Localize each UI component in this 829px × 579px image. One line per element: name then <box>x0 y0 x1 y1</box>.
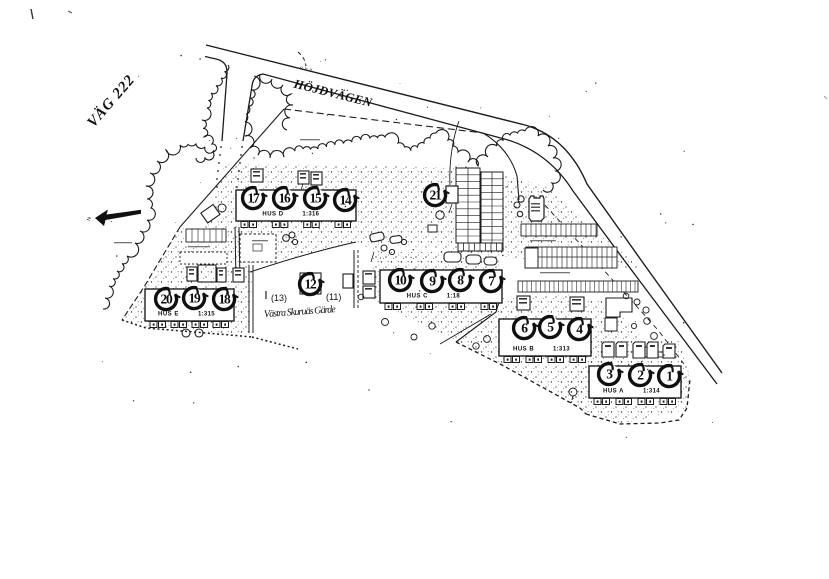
svg-text:(13): (13) <box>271 293 287 303</box>
svg-text:3: 3 <box>606 367 613 382</box>
svg-text:HUS C: HUS C <box>407 294 428 300</box>
svg-text:16: 16 <box>278 191 291 206</box>
svg-text:1:316: 1:316 <box>302 212 319 218</box>
svg-text:1:314: 1:314 <box>643 389 660 395</box>
svg-text:7: 7 <box>488 274 495 289</box>
svg-text:8: 8 <box>457 273 464 288</box>
svg-text:18: 18 <box>218 292 231 307</box>
svg-text:20: 20 <box>160 292 173 307</box>
svg-text:12: 12 <box>304 277 317 292</box>
svg-text:14: 14 <box>339 193 352 208</box>
svg-text:15: 15 <box>309 191 322 206</box>
svg-text:N: N <box>86 216 93 221</box>
svg-text:21: 21 <box>429 188 442 203</box>
svg-text:Västra Skuruäs Gärde: Västra Skuruäs Gärde <box>264 304 337 320</box>
svg-text:′′ ′′ ′′: ′′ ′′ ′′ <box>298 65 313 76</box>
svg-text:1:315: 1:315 <box>198 312 215 318</box>
svg-text:HUS B: HUS B <box>513 347 534 353</box>
svg-text:1:313: 1:313 <box>553 347 570 353</box>
svg-text:17: 17 <box>247 191 260 206</box>
svg-text:5: 5 <box>547 320 554 335</box>
svg-text:10: 10 <box>394 273 407 288</box>
svg-text:1: 1 <box>666 369 673 384</box>
svg-text:HUS A: HUS A <box>603 389 624 395</box>
svg-text:4: 4 <box>576 322 583 337</box>
svg-text:1:18: 1:18 <box>447 294 461 300</box>
svg-text:6: 6 <box>521 321 528 336</box>
svg-text:9: 9 <box>429 274 436 289</box>
svg-text:HUS D: HUS D <box>262 212 283 218</box>
svg-text:(11): (11) <box>326 292 341 302</box>
svg-text:HUS E: HUS E <box>158 312 179 318</box>
svg-text:19: 19 <box>188 291 201 306</box>
svg-text:2: 2 <box>637 368 644 383</box>
